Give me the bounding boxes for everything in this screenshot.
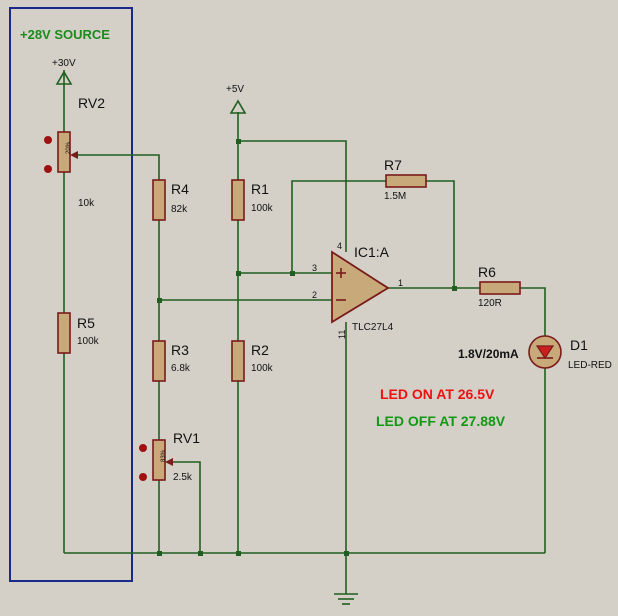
source-box — [9, 7, 133, 582]
r3-name: R3 — [171, 342, 189, 358]
r5-name: R5 — [77, 315, 95, 331]
ic1-name: IC1:A — [354, 244, 390, 260]
junction-dot — [236, 551, 241, 556]
rv1-name: RV1 — [173, 430, 200, 446]
ground-icon — [334, 593, 358, 605]
junction-dots — [157, 139, 457, 556]
rv2-value: 10k — [78, 198, 95, 209]
junction-dot — [452, 286, 457, 291]
junction-dot — [157, 298, 162, 303]
potentiometer-icon — [44, 131, 78, 173]
led-off-note: LED OFF AT 27.88V — [376, 413, 506, 429]
resistor-r3 — [152, 340, 166, 382]
ic1-part: TLC27L4 — [352, 322, 394, 333]
r7-value: 1.5M — [384, 191, 406, 202]
resistor-r4 — [152, 179, 166, 221]
junction-dot — [157, 551, 162, 556]
r6-name: R6 — [478, 264, 496, 280]
junction-dot — [344, 551, 349, 556]
junction-dot — [198, 551, 203, 556]
resistor-r7 — [385, 174, 427, 188]
d1-name: D1 — [570, 337, 588, 353]
ic1-pin-minus: 2 — [312, 290, 317, 300]
r5-value: 100k — [77, 336, 100, 347]
r4-name: R4 — [171, 181, 189, 197]
opamp-icon — [331, 250, 390, 324]
junction-dot — [236, 139, 241, 144]
wire-r7-right — [426, 180, 455, 288]
rail-5v-label: +5V — [226, 84, 244, 95]
power-arrow-icon — [55, 70, 73, 85]
rv2-name: RV2 — [78, 95, 105, 111]
wire-vcc — [238, 140, 347, 252]
d1-rating: 1.8V/20mA — [458, 347, 519, 361]
led-on-note: LED ON AT 26.5V — [380, 386, 495, 402]
r2-value: 100k — [251, 363, 274, 374]
wire-rv1-wiper — [172, 461, 201, 553]
wire-rv2-wiper — [78, 154, 160, 180]
ic1-pin-plus: 3 — [312, 263, 317, 273]
r7-name: R7 — [384, 157, 402, 173]
r1-value: 100k — [251, 203, 274, 214]
led-icon — [528, 335, 562, 369]
ic1-pin-vcc: 4 — [337, 241, 342, 251]
d1-part: LED-RED — [568, 360, 612, 371]
resistor-r6 — [479, 281, 521, 295]
wire-r6-led — [520, 287, 546, 336]
ic1-pin-gnd: 11 — [337, 330, 347, 339]
r4-value: 82k — [171, 204, 188, 215]
rv1-percent: 83% — [161, 449, 167, 462]
resistor-r2 — [231, 340, 245, 382]
rv1-value: 2.5k — [173, 472, 193, 483]
r1-name: R1 — [251, 181, 269, 197]
resistor-r1 — [231, 179, 245, 221]
junction-dot — [290, 271, 295, 276]
r3-value: 6.8k — [171, 363, 191, 374]
r6-value: 120R — [478, 298, 502, 309]
rail-30v-label: +30V — [52, 58, 76, 69]
resistor-r5 — [57, 312, 71, 354]
power-arrow-icon — [229, 99, 247, 114]
potentiometer-icon — [139, 439, 173, 481]
wire-r7-left — [291, 180, 386, 273]
ic1-pin-out: 1 — [398, 278, 403, 288]
junction-dot — [236, 271, 241, 276]
rv2-percent: 20% — [66, 141, 72, 154]
source-title: +28V SOURCE — [20, 27, 110, 42]
r2-name: R2 — [251, 342, 269, 358]
